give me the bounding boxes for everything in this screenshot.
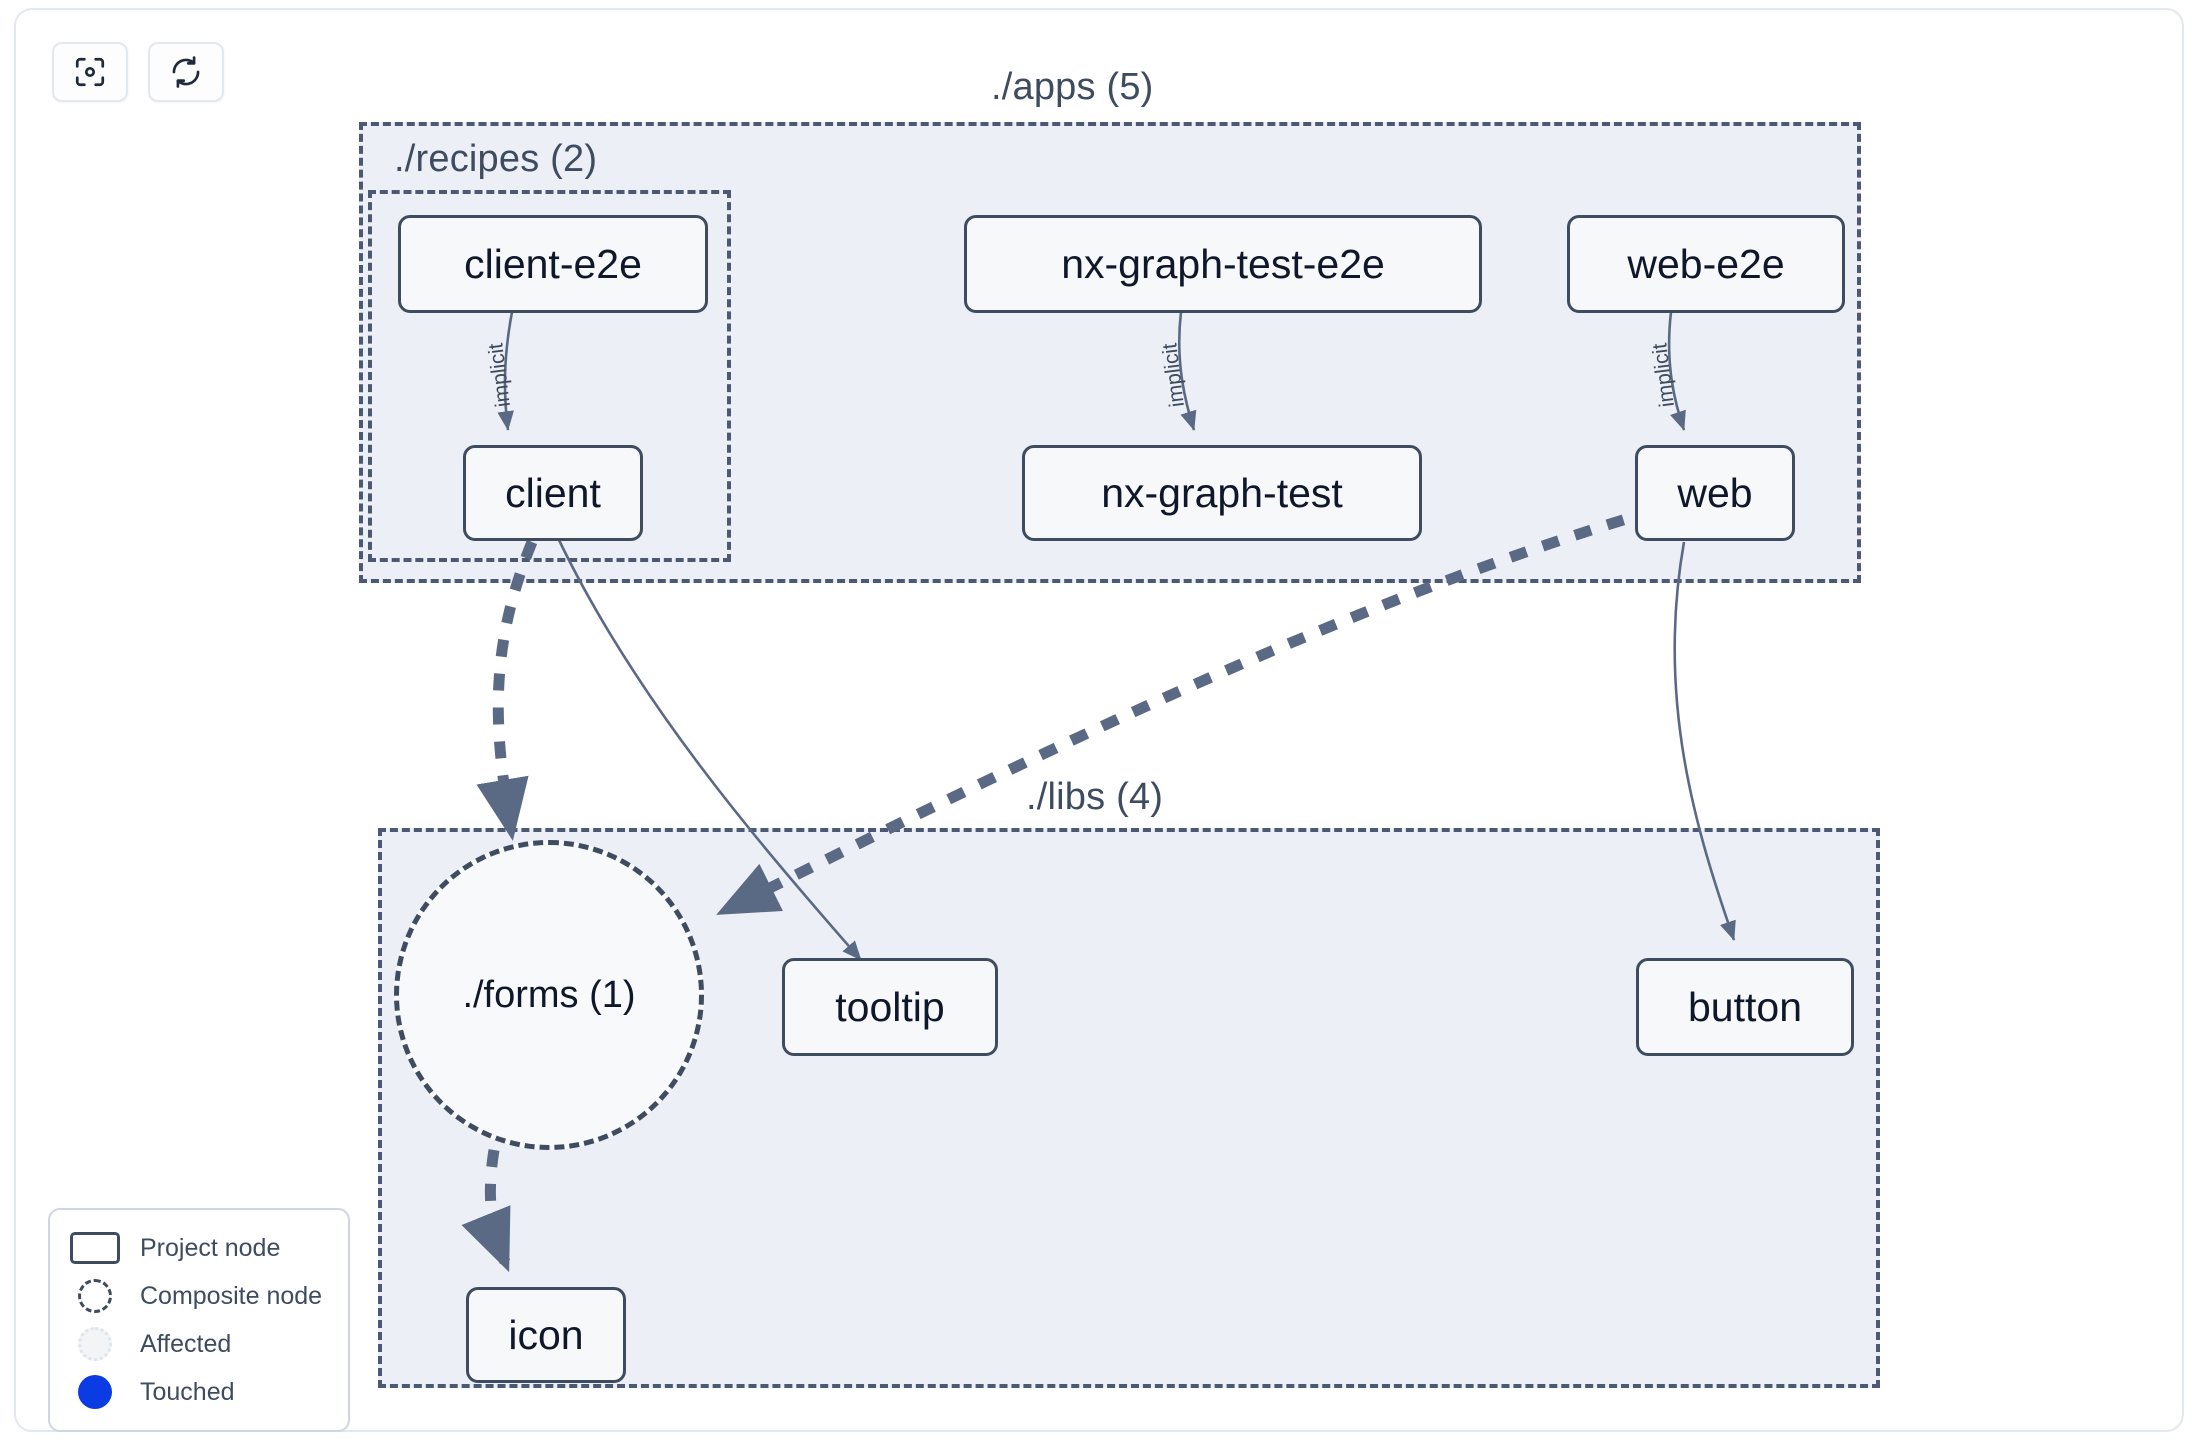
graph-panel: ./apps (5) ./recipes (2) ./libs (4)	[14, 8, 2184, 1432]
node-icon[interactable]: icon	[466, 1287, 626, 1383]
graph-toolbar	[52, 42, 224, 102]
node-nx-graph-test-e2e[interactable]: nx-graph-test-e2e	[964, 215, 1482, 313]
legend-label-affected: Affected	[140, 1329, 232, 1358]
node-web[interactable]: web	[1635, 445, 1795, 541]
node-button[interactable]: button	[1636, 958, 1854, 1056]
group-libs-label: ./libs (4)	[1026, 776, 1164, 818]
node-client-e2e[interactable]: client-e2e	[398, 215, 708, 313]
affected-swatch	[68, 1327, 122, 1361]
graph-legend: Project node Composite node Affected Tou…	[48, 1208, 350, 1432]
legend-label-touched: Touched	[140, 1377, 235, 1406]
refresh-graph-button[interactable]	[148, 42, 224, 102]
node-forms-composite[interactable]: ./forms (1)	[394, 840, 704, 1150]
legend-item-touched: Touched	[68, 1368, 330, 1416]
node-tooltip[interactable]: tooltip	[782, 958, 998, 1056]
legend-item-project-node: Project node	[68, 1224, 330, 1272]
touched-swatch	[68, 1375, 122, 1409]
project-node-swatch	[68, 1232, 122, 1264]
legend-label-project-node: Project node	[140, 1233, 281, 1262]
graph-canvas[interactable]: ./apps (5) ./recipes (2) ./libs (4)	[16, 10, 2182, 1430]
edge-client-to-forms	[476, 539, 538, 841]
group-recipes-label: ./recipes (2)	[394, 138, 598, 180]
legend-item-affected: Affected	[68, 1320, 330, 1368]
composite-node-swatch	[68, 1279, 122, 1313]
node-web-e2e[interactable]: web-e2e	[1567, 215, 1845, 313]
focus-target-icon	[73, 55, 107, 89]
legend-label-composite-node: Composite node	[140, 1281, 323, 1310]
legend-item-composite-node: Composite node	[68, 1272, 330, 1320]
node-nx-graph-test[interactable]: nx-graph-test	[1022, 445, 1422, 541]
node-client[interactable]: client	[463, 445, 643, 541]
refresh-icon	[169, 55, 203, 89]
focus-graph-button[interactable]	[52, 42, 128, 102]
group-apps-label: ./apps (5)	[991, 66, 1154, 108]
